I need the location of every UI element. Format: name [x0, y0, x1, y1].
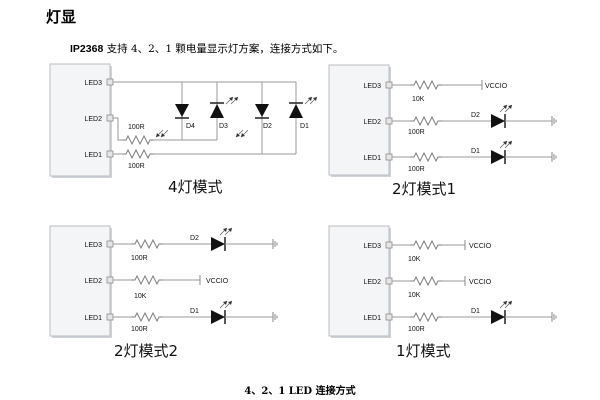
pin-label-led3: LED3	[363, 243, 381, 250]
pin-led3	[106, 78, 114, 86]
led-d2	[210, 236, 226, 252]
resistor-label: 100R	[408, 326, 425, 333]
led-d1	[210, 309, 226, 325]
ic-block	[49, 225, 111, 337]
diagram-4-led: LED3 LED2 LED1 100R 100R D4	[49, 63, 318, 196]
figure-caption: 4、2、1 LED 连接方式	[244, 386, 356, 397]
mode-label-1-led: 1灯模式	[396, 342, 451, 360]
diode-label-d2: D2	[190, 235, 199, 242]
ground-icon	[551, 311, 557, 323]
pin-label-led2: LED2	[84, 278, 102, 285]
ic-block	[49, 63, 111, 177]
resistor-label: 10K	[134, 293, 147, 300]
intro-description: 支持 4、2、1 颗电量显示灯方案，连接方式如下。	[103, 43, 344, 55]
diode-label-d4: D4	[186, 123, 195, 130]
diode-label-d2: D2	[471, 112, 480, 119]
led-d1	[490, 149, 506, 165]
ic-block	[328, 64, 390, 176]
resistor-label-r1: 100R	[128, 124, 145, 131]
resistor-label-r2: 100R	[128, 163, 145, 170]
resistor-label: 10K	[412, 96, 425, 103]
resistor-r1	[121, 135, 155, 145]
ground-icon	[551, 151, 557, 163]
ground-icon	[272, 238, 278, 250]
ground-icon	[272, 311, 278, 323]
intro-text: IP2368 支持 4、2、1 颗电量显示灯方案，连接方式如下。	[70, 41, 343, 56]
resistor-label: 100R	[408, 166, 425, 173]
pin-label-led2: LED2	[363, 279, 381, 286]
pin-label-led3: LED3	[84, 80, 102, 87]
diode-label-d1: D1	[471, 148, 480, 155]
diode-label-d3: D3	[219, 123, 228, 130]
rail-label-vccio: VCCIO	[469, 243, 492, 250]
pin-label-led1: LED1	[363, 315, 381, 322]
led-d1: D1	[289, 96, 318, 130]
rail-label-vccio: VCCIO	[206, 278, 229, 285]
chip-name: IP2368	[70, 43, 104, 55]
diode-label-d2: D2	[263, 123, 272, 130]
pin-label-led3: LED3	[84, 242, 102, 249]
pin-label-led3: LED3	[363, 83, 381, 90]
pin-label-led1: LED1	[84, 152, 102, 159]
diagram-1-led: LED3 LED2 LED1 VCCIO 10K VCCIO 10K D1 10…	[328, 225, 557, 360]
diode-label-d1: D1	[190, 308, 199, 315]
pin-led1	[106, 150, 114, 158]
resistor-label: 100R	[131, 326, 148, 333]
resistor-label: 100R	[408, 129, 425, 136]
mode-label-2-led-2: 2灯模式2	[114, 342, 178, 360]
diode-label-d1: D1	[300, 123, 309, 130]
led-d2	[490, 113, 506, 129]
led-d3: D3	[210, 96, 239, 130]
led-d1	[490, 309, 506, 325]
section-title: 灯显	[46, 8, 77, 26]
ic-block	[328, 225, 390, 337]
resistor-r2	[121, 149, 155, 159]
rail-label-vccio: VCCIO	[485, 83, 508, 90]
resistor-label: 10K	[408, 292, 421, 299]
rail-label-vccio: VCCIO	[469, 279, 492, 286]
resistor-label: 100R	[131, 255, 148, 262]
diode-label-d1: D1	[471, 308, 480, 315]
resistor-label: 10K	[408, 256, 421, 263]
pin-label-led1: LED1	[84, 315, 102, 322]
mode-label-2-led-1: 2灯模式1	[392, 180, 456, 198]
led-d2: D2	[235, 104, 272, 138]
diagram-2-led-mode-1: LED3 LED2 LED1 VCCIO 10K D2 100R D1 100R	[328, 64, 557, 198]
pin-label-led2: LED2	[84, 116, 102, 123]
mode-label-4-led: 4灯模式	[168, 178, 223, 196]
led-d4: D4	[155, 104, 195, 138]
ground-icon	[551, 115, 557, 127]
diagram-2-led-mode-2: LED3 LED2 LED1 D2 100R VCCIO 10K D1 100R	[49, 225, 278, 360]
pin-label-led2: LED2	[363, 119, 381, 126]
pin-led2	[106, 114, 114, 122]
pin-label-led1: LED1	[363, 155, 381, 162]
